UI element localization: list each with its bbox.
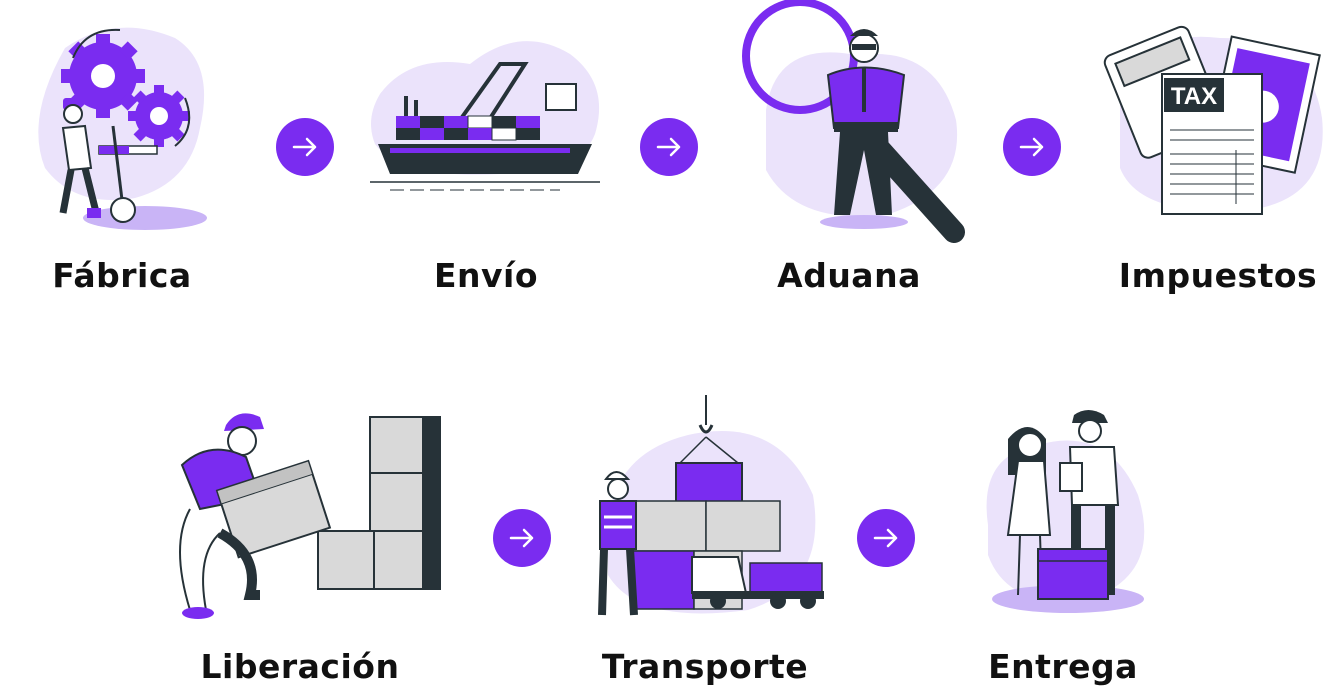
step-label: Impuestos bbox=[1118, 256, 1318, 295]
delivery-handover-icon bbox=[986, 410, 1145, 613]
step-label: Transporte bbox=[601, 647, 809, 686]
arrow-right-icon bbox=[857, 509, 915, 567]
tax-document-icon: TAX bbox=[1103, 25, 1323, 215]
step-label: Envío bbox=[433, 256, 539, 295]
arrow-right-icon bbox=[640, 118, 698, 176]
worker-boxes-icon bbox=[179, 413, 441, 619]
step-label: Fábrica bbox=[52, 256, 192, 295]
containers-truck-icon bbox=[598, 395, 824, 616]
svg-text:TAX: TAX bbox=[1171, 83, 1217, 110]
arrow-right-icon bbox=[493, 509, 551, 567]
cargo-ship-icon bbox=[370, 41, 600, 191]
arrow-right-icon bbox=[276, 118, 334, 176]
customs-officer-icon bbox=[742, 0, 965, 243]
step-label: Liberación bbox=[200, 647, 400, 686]
factory-gears-icon bbox=[38, 27, 207, 230]
step-label: Entrega bbox=[988, 647, 1138, 686]
arrow-right-icon bbox=[1003, 118, 1061, 176]
step-label: Aduana bbox=[777, 256, 921, 295]
